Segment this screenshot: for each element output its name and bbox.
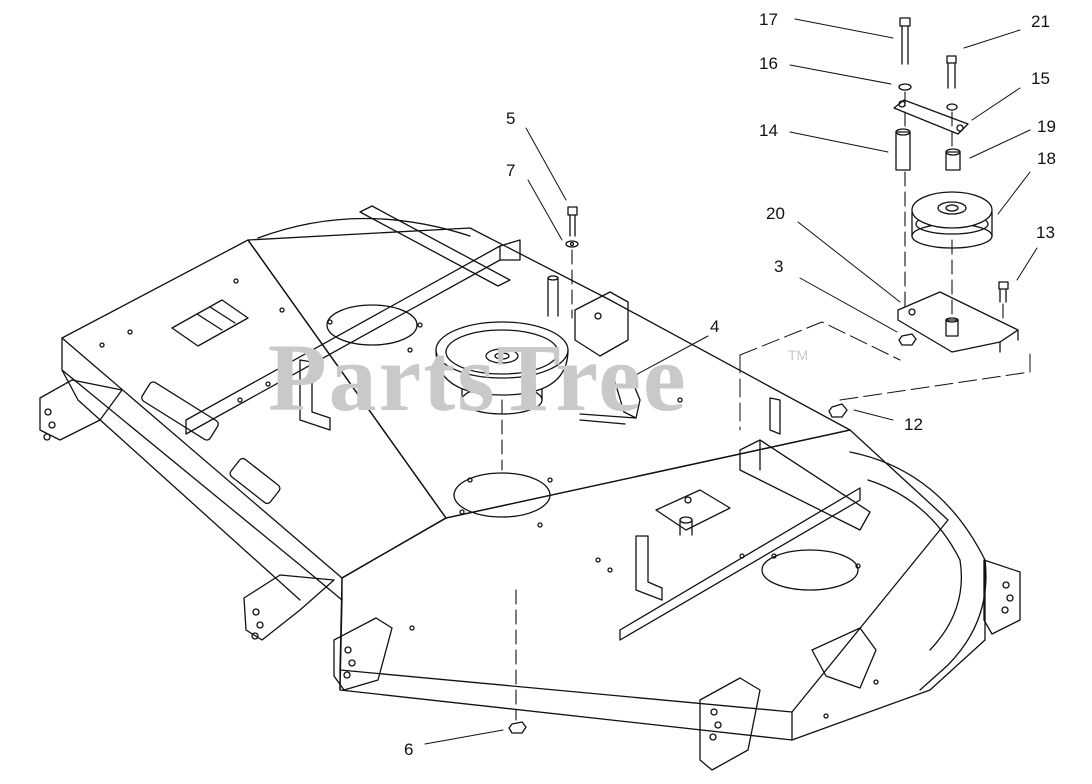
callout-14: 14 [759,121,778,140]
callout-leaders [424,18,1038,745]
callout-7: 7 [506,161,515,180]
callout-3: 3 [774,257,783,276]
watermark-text: PartsTree [268,324,688,431]
detail-outline [739,321,1031,431]
callout-17: 17 [759,10,778,29]
callout-numbers: 17 21 16 15 14 19 18 20 13 3 5 7 4 12 6 [404,10,1056,759]
callout-20: 20 [766,204,785,223]
callout-12: 12 [904,415,923,434]
callout-19: 19 [1037,117,1056,136]
assembly-centerlines [501,91,1004,721]
callout-4: 4 [710,317,719,336]
partstree-watermark: PartsTree TM [268,324,808,431]
washer-7 [565,240,579,248]
callout-13: 13 [1036,223,1055,242]
watermark-trademark: TM [788,347,808,363]
callout-15: 15 [1031,69,1050,88]
idler-exploded [893,17,1019,353]
callout-5: 5 [506,109,515,128]
callout-18: 18 [1037,149,1056,168]
callout-6: 6 [404,740,413,759]
nut-6 [508,721,527,734]
callout-21: 21 [1031,12,1050,31]
nut-12 [828,403,848,418]
mower-deck [39,205,1021,771]
main-pulley [435,321,569,415]
idler-arm-4 [579,365,641,425]
deck-holes [99,278,879,719]
callout-16: 16 [759,54,778,73]
bolt-5 [567,206,578,237]
